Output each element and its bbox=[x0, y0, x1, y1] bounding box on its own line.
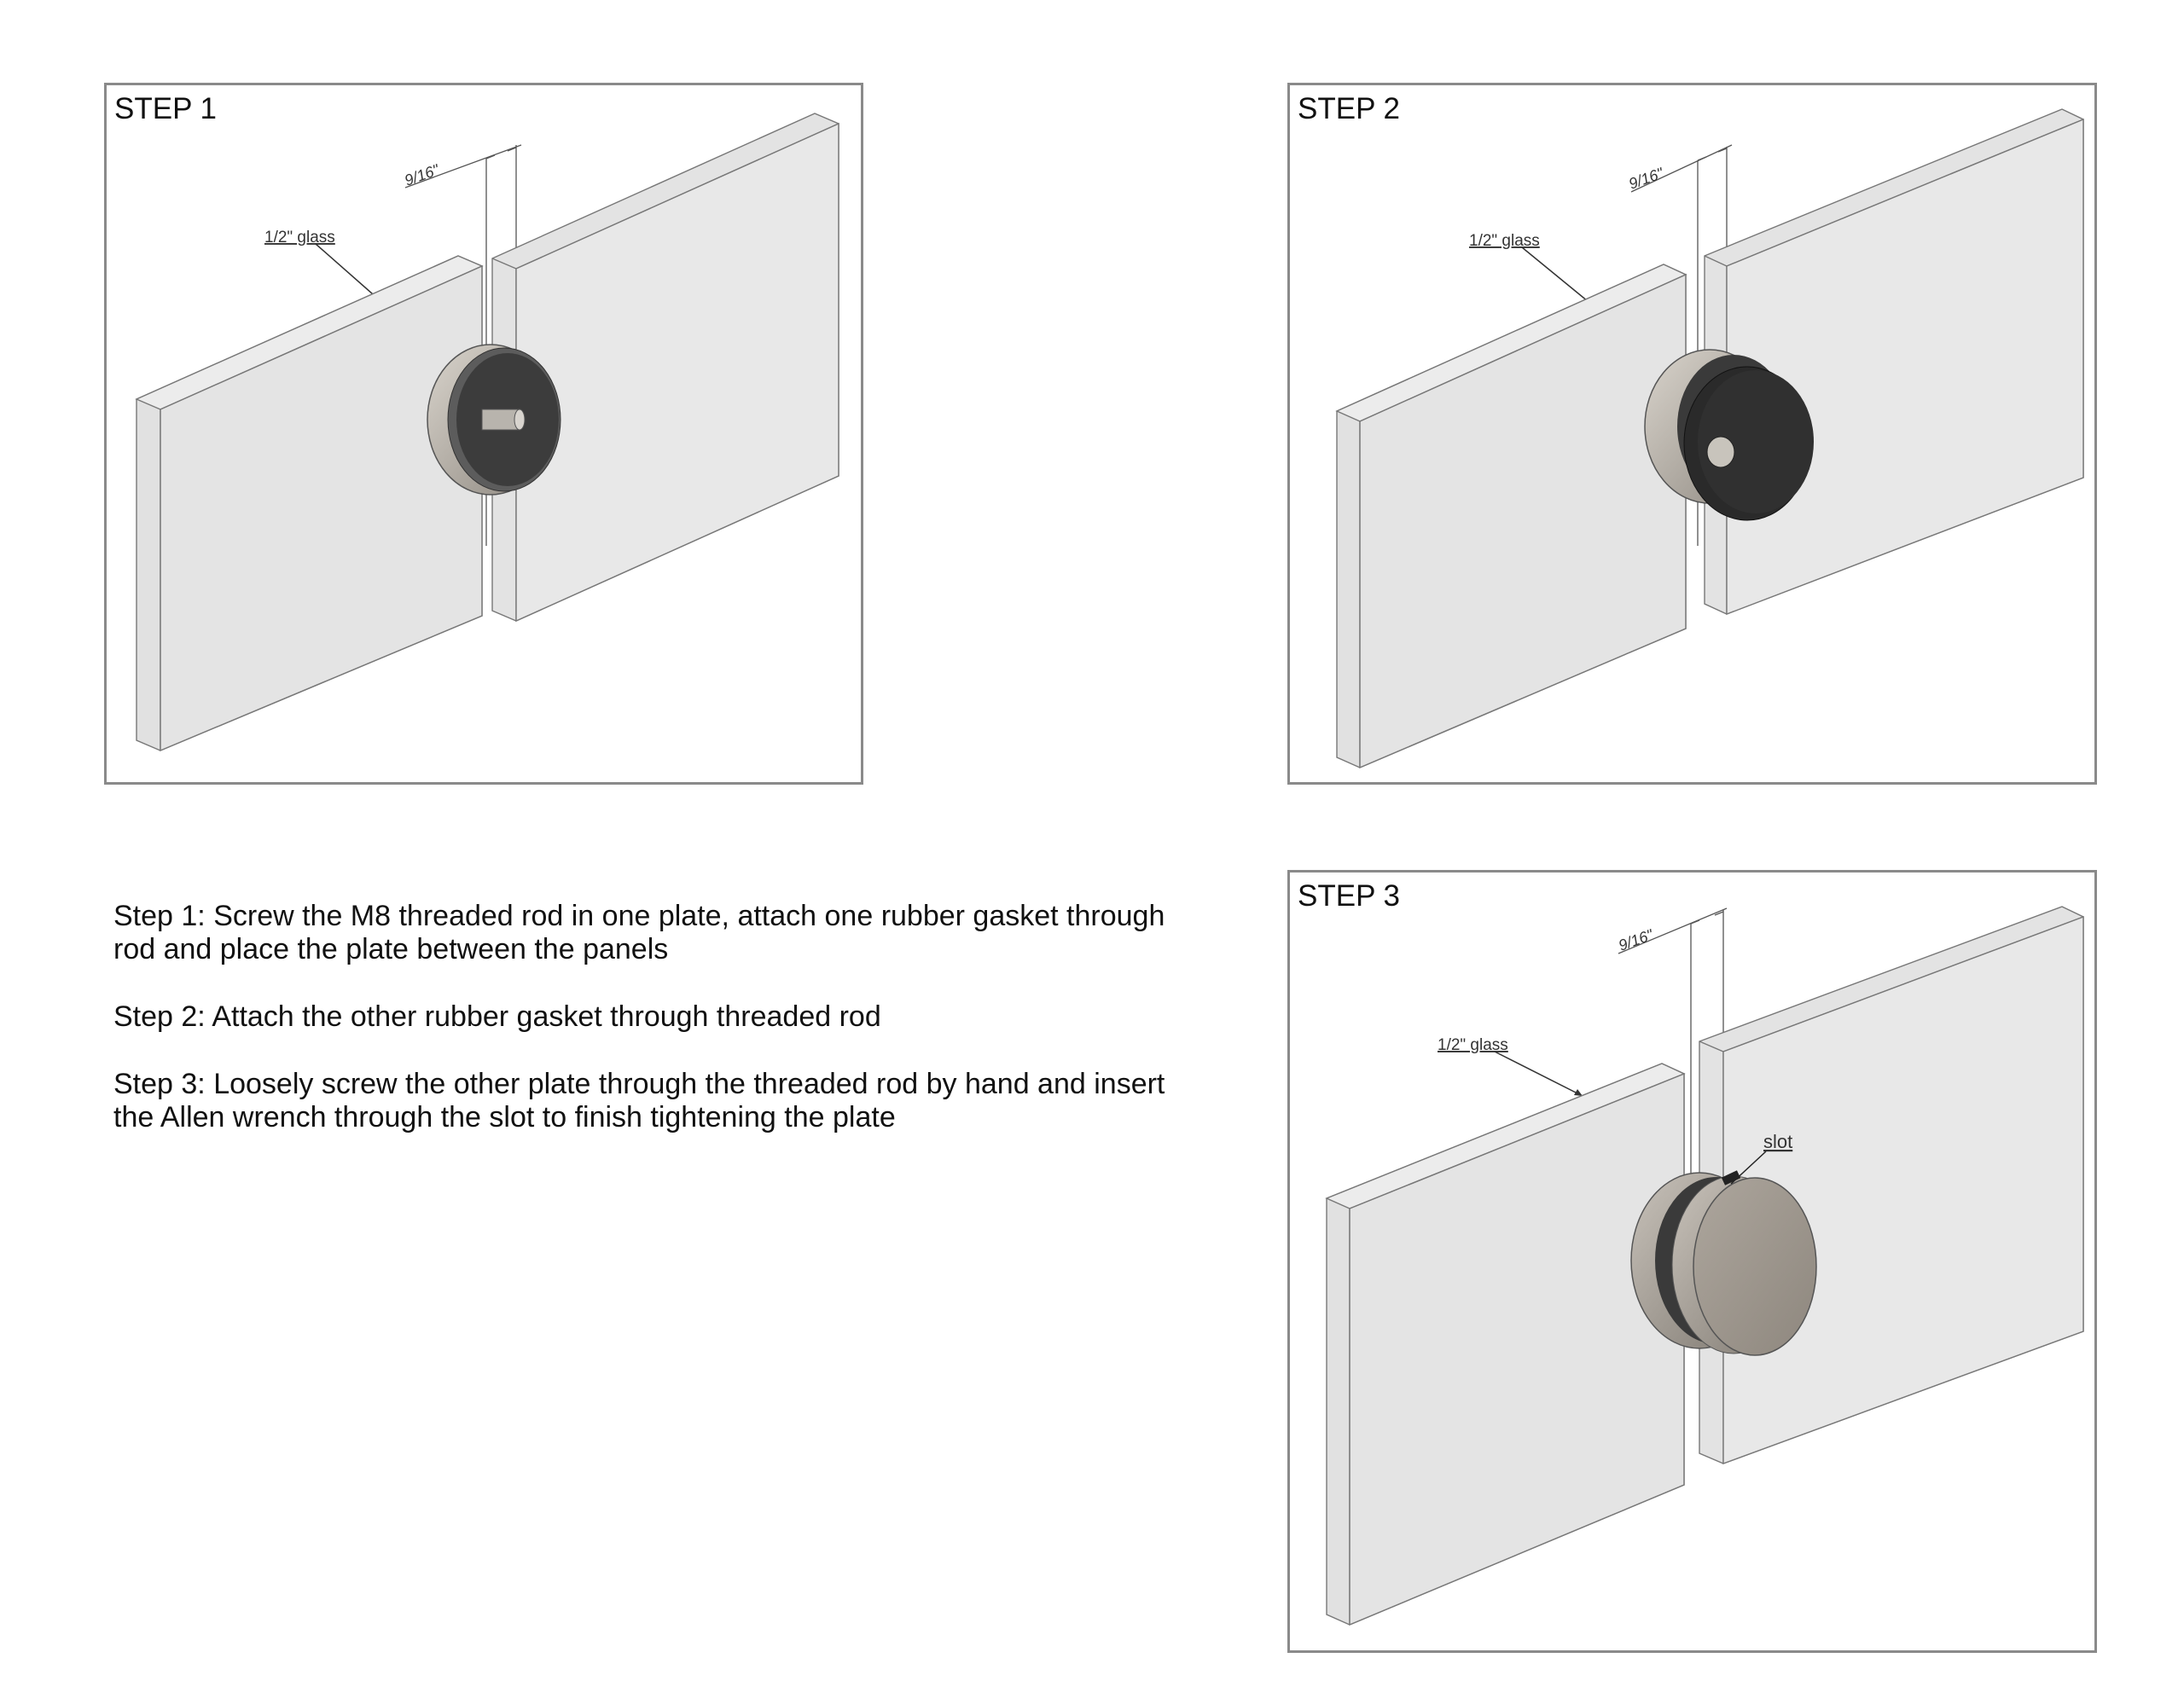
step-2-panel: 9/16" 1/2" glass STEP 2 bbox=[1287, 83, 2097, 785]
step-3-drawing: 9/16" 1/2" glass slot bbox=[1325, 906, 2084, 1626]
clamp-plate bbox=[1630, 1170, 1817, 1356]
left-glass-panel bbox=[1325, 1063, 1686, 1626]
step-1-drawing: 9/16" 1/2" glass bbox=[135, 113, 839, 752]
instruction-step-3: Step 3: Loosely screw the other plate th… bbox=[113, 1068, 1165, 1133]
left-glass-panel bbox=[135, 255, 484, 752]
instruction-step-1: Step 1: Screw the M8 threaded rod in one… bbox=[113, 900, 1165, 965]
glass-label: 1/2" glass bbox=[1438, 1036, 1508, 1054]
step-1-title-text: STEP 1 bbox=[114, 92, 217, 125]
slot-label: slot bbox=[1763, 1131, 1792, 1152]
dimension-label: 9/16" bbox=[1627, 164, 1667, 193]
instruction-step-2: Step 2: Attach the other rubber gasket t… bbox=[113, 1000, 881, 1033]
step-1-panel: 9/16" 1/2" glass STEP 1 bbox=[104, 83, 863, 785]
step-3-panel: 9/16" 1/2" glass slot STEP 3 bbox=[1287, 870, 2097, 1653]
step-3-title-text: STEP 3 bbox=[1298, 879, 1400, 913]
glass-label: 1/2" glass bbox=[1469, 232, 1540, 250]
step-2-title-text: STEP 2 bbox=[1298, 92, 1400, 125]
clamp-plate bbox=[427, 344, 561, 496]
slot-icon bbox=[1721, 1170, 1741, 1186]
right-glass-panel bbox=[1704, 108, 2084, 616]
dimension-label: 9/16" bbox=[1617, 925, 1657, 954]
clamp-plate bbox=[1644, 349, 1814, 521]
dimension-label: 9/16" bbox=[403, 160, 443, 189]
step-2-drawing: 9/16" 1/2" glass bbox=[1335, 108, 2084, 769]
glass-label: 1/2" glass bbox=[264, 229, 335, 246]
left-glass-panel bbox=[1335, 264, 1687, 769]
instructions: Step 1: Screw the M8 threaded rod in one… bbox=[113, 900, 1205, 1168]
right-glass-panel bbox=[491, 113, 839, 623]
